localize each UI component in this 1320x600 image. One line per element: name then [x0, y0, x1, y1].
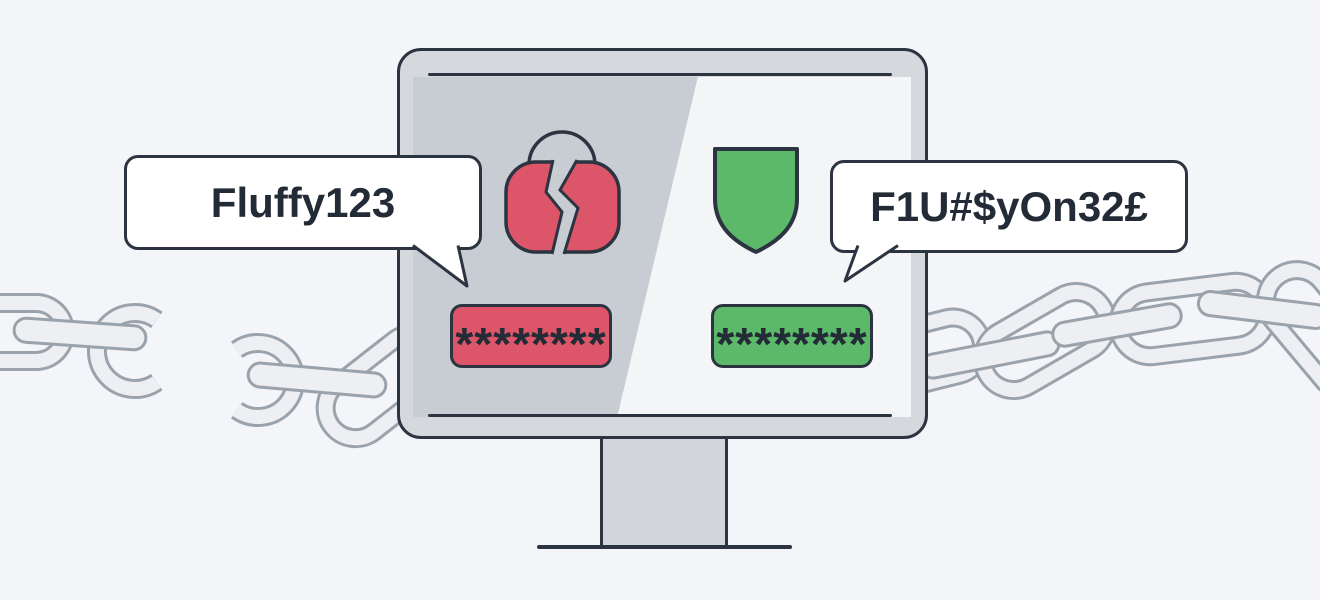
monitor-screen: ******** ********	[413, 77, 911, 417]
weak-password-text: Fluffy123	[210, 178, 396, 226]
monitor: ******** ********	[397, 48, 928, 439]
broken-chain-left-icon	[0, 293, 453, 449]
weak-password-bubble: Fluffy123	[124, 155, 482, 250]
screen-top-line	[428, 73, 892, 76]
strong-password-field: ********	[711, 304, 873, 368]
strong-password-bubble: F1U#$yOn32£	[830, 160, 1188, 253]
weak-password-mask: ********	[455, 318, 607, 370]
broken-padlock-icon	[504, 130, 621, 255]
strong-password-mask: ********	[716, 318, 868, 370]
monitor-stand	[600, 437, 728, 547]
monitor-base	[537, 545, 792, 549]
screen-bottom-line	[428, 414, 892, 417]
shield-icon	[713, 147, 799, 254]
weak-password-field: ********	[450, 304, 612, 368]
strong-password-text: F1U#$yOn32£	[870, 182, 1148, 230]
weak-bubble-tail	[412, 244, 469, 288]
strong-bubble-tail	[843, 244, 899, 283]
